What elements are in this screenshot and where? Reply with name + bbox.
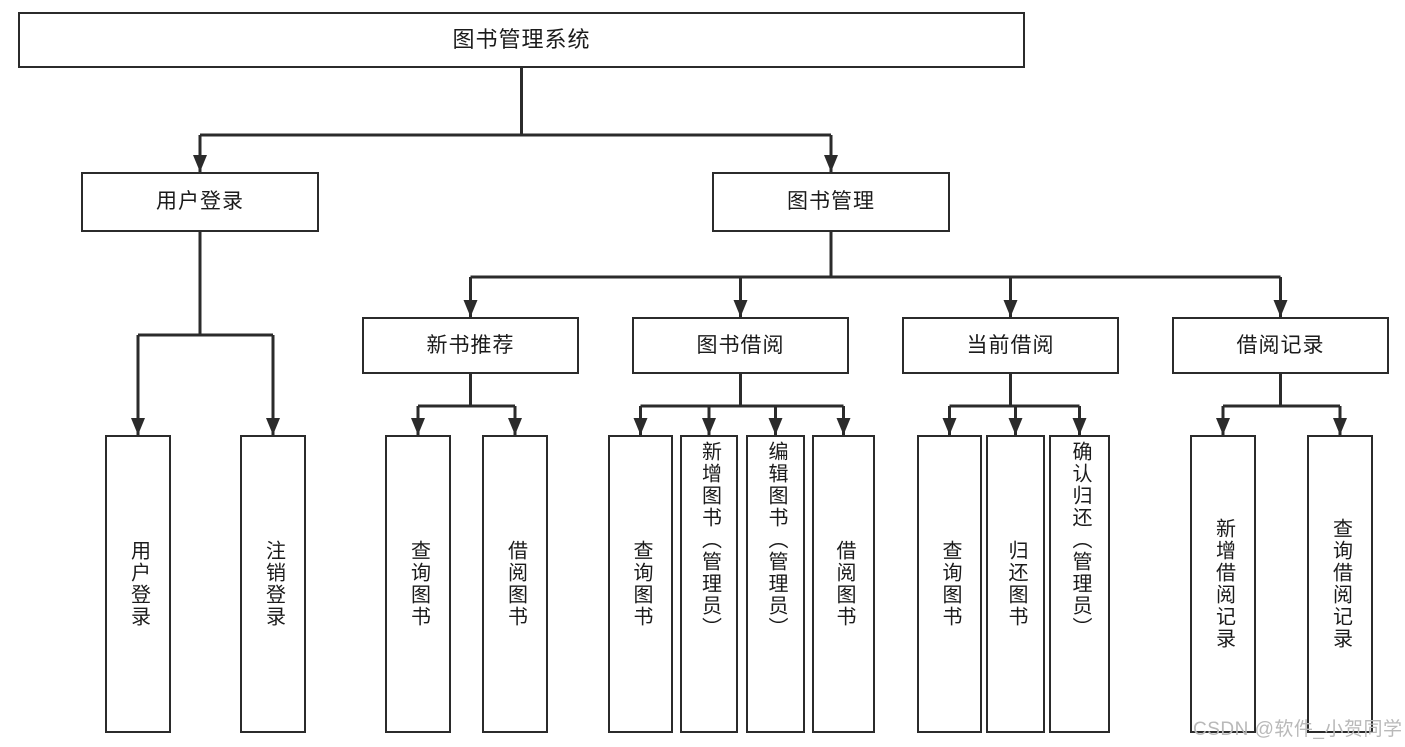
node-box-leaf_cu2[interactable]: 归还图书	[986, 435, 1045, 733]
node-label-leaf_cu3: 确认归还（管理员）	[1069, 441, 1091, 639]
node-label-leaf_bw1: 查询图书	[630, 540, 652, 628]
node-box-leaf_bw2[interactable]: 新增图书（管理员）	[680, 435, 738, 733]
arrow-head-leaf_nb1	[411, 418, 425, 435]
node-box-login[interactable]: 用户登录	[81, 172, 319, 232]
node-box-leaf_bw3[interactable]: 编辑图书（管理员）	[746, 435, 805, 733]
node-label-records: 借阅记录	[1236, 333, 1325, 357]
node-box-borrow[interactable]: 图书借阅	[632, 317, 849, 374]
arrow-head-bookmgmt	[824, 155, 838, 172]
node-box-current[interactable]: 当前借阅	[902, 317, 1119, 374]
arrow-head-login	[193, 155, 207, 172]
node-label-leaf_nb1: 查询图书	[407, 540, 430, 628]
node-label-leaf_bw2: 新增图书（管理员）	[698, 441, 721, 639]
node-box-leaf_cu1[interactable]: 查询图书	[917, 435, 982, 733]
node-box-leaf_login2[interactable]: 注销登录	[240, 435, 306, 733]
arrow-head-leaf_nb2	[508, 418, 522, 435]
node-label-root: 图书管理系统	[452, 26, 591, 52]
node-label-leaf_nb2: 借阅图书	[504, 540, 527, 628]
arrow-head-leaf_cu1	[942, 418, 957, 435]
node-label-borrow: 图书借阅	[696, 333, 785, 357]
arrow-head-leaf_bw4	[836, 418, 851, 435]
arrow-head-borrow	[733, 300, 748, 317]
node-box-leaf_rc2[interactable]: 查询借阅记录	[1307, 435, 1373, 733]
arrow-head-records	[1273, 300, 1288, 317]
node-box-newbook[interactable]: 新书推荐	[362, 317, 579, 374]
arrow-head-leaf_rc2	[1333, 418, 1347, 435]
node-label-leaf_rc1: 新增借阅记录	[1212, 518, 1235, 650]
arrow-head-leaf_rc1	[1216, 418, 1230, 435]
node-label-login: 用户登录	[156, 190, 244, 214]
arrow-head-newbook	[463, 300, 478, 317]
node-box-root[interactable]: 图书管理系统	[18, 12, 1025, 68]
node-box-leaf_nb2[interactable]: 借阅图书	[482, 435, 548, 733]
arrow-head-leaf_bw2	[702, 418, 716, 435]
node-box-leaf_nb1[interactable]: 查询图书	[385, 435, 451, 733]
node-label-leaf_cu1: 查询图书	[939, 540, 961, 628]
node-box-leaf_cu3[interactable]: 确认归还（管理员）	[1049, 435, 1110, 733]
node-label-leaf_bw3: 编辑图书（管理员）	[765, 441, 787, 639]
node-label-current: 当前借阅	[966, 333, 1055, 357]
arrow-head-leaf_login2	[266, 418, 280, 435]
node-box-leaf_bw1[interactable]: 查询图书	[608, 435, 673, 733]
node-label-leaf_rc2: 查询借阅记录	[1329, 518, 1352, 650]
node-label-leaf_cu2: 归还图书	[1005, 540, 1027, 628]
node-box-leaf_login1[interactable]: 用户登录	[105, 435, 171, 733]
node-box-records[interactable]: 借阅记录	[1172, 317, 1389, 374]
node-box-leaf_rc1[interactable]: 新增借阅记录	[1190, 435, 1256, 733]
arrow-head-leaf_cu3	[1072, 418, 1087, 435]
arrow-head-leaf_login1	[131, 418, 145, 435]
arrow-head-leaf_bw3	[768, 418, 783, 435]
node-label-newbook: 新书推荐	[426, 333, 515, 357]
node-label-bookmgmt: 图书管理	[787, 190, 875, 214]
node-label-leaf_login2: 注销登录	[262, 540, 285, 628]
node-label-leaf_bw4: 借阅图书	[833, 540, 855, 628]
node-box-leaf_bw4[interactable]: 借阅图书	[812, 435, 875, 733]
arrow-head-current	[1003, 300, 1018, 317]
arrow-head-leaf_bw1	[633, 418, 648, 435]
arrow-head-leaf_cu2	[1008, 418, 1023, 435]
node-box-bookmgmt[interactable]: 图书管理	[712, 172, 950, 232]
node-label-leaf_login1: 用户登录	[127, 540, 150, 628]
connector-lines	[131, 68, 1347, 435]
